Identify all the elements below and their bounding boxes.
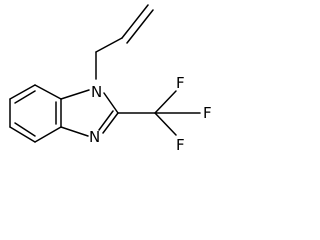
bond-c8-c9 xyxy=(9,126,36,143)
bond-cf3-f-top xyxy=(154,90,177,114)
molecule-drawing: N N F F F xyxy=(0,0,222,166)
bond-ch-ch2-terminal xyxy=(121,4,149,39)
bond-c5-c6 xyxy=(34,84,62,100)
bond-c2-n3-double xyxy=(98,110,114,131)
bond-c4-c5 xyxy=(9,84,36,100)
bond-n3-c7 xyxy=(60,126,89,137)
bond-n1-c2 xyxy=(103,92,119,114)
bond-c2-n3 xyxy=(102,112,119,134)
bond-c4-c5-inner xyxy=(14,90,36,104)
bond-cf3-f-bottom xyxy=(154,112,177,136)
atom-label-f-top: F xyxy=(176,74,185,92)
bond-c8-c9-inner xyxy=(14,122,36,137)
atom-label-n1: N xyxy=(91,83,102,101)
bond-c6-n1 xyxy=(60,89,90,100)
molecule-svg: N N F F F xyxy=(9,4,212,154)
bond-ch2-ch xyxy=(95,37,123,53)
atom-label-f-bottom: F xyxy=(176,136,185,154)
bond-ch-ch2-terminal-double xyxy=(126,9,154,44)
atom-label-n3: N xyxy=(89,128,100,146)
atom-label-f-right: F xyxy=(203,104,212,122)
bond-c7-c8 xyxy=(34,126,62,143)
